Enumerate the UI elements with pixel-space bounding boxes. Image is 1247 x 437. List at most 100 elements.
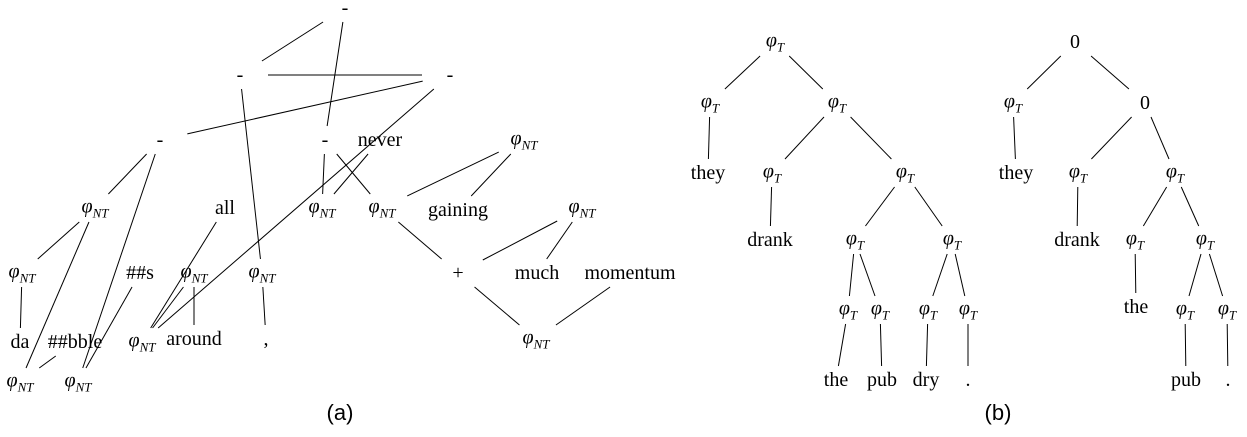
tree-b-right-word: drank <box>1054 229 1100 251</box>
tree-b-left-node: φT <box>762 160 782 186</box>
tree-a-edge <box>19 286 23 329</box>
tree-b-right-edge <box>1076 186 1079 227</box>
tree-b-left-node: φT <box>958 297 978 323</box>
tree-a-edge <box>555 286 611 326</box>
tree-a-node: - <box>446 64 454 86</box>
tree-b-right-edge <box>1091 116 1132 160</box>
tree-b-right-node: φT <box>1165 160 1185 186</box>
tree-b-right-node: φT <box>1068 160 1088 186</box>
tree-b-right-node: φT <box>1217 297 1237 323</box>
tree-b-left-edge <box>932 253 948 297</box>
tree-a-node: - <box>321 129 329 151</box>
tree-a-edge <box>38 355 57 369</box>
tree-a-edge <box>150 221 217 329</box>
tree-b-left-edge <box>769 186 773 227</box>
tree-b-left-word: drank <box>747 229 793 251</box>
tree-a-edge <box>261 21 324 62</box>
tree-b-right-edge <box>1150 116 1170 160</box>
tree-a-node: φNT <box>248 260 276 286</box>
tree-a-word: ##s <box>126 262 154 284</box>
caption-a: (a) <box>326 400 354 425</box>
tree-b-left-edge <box>724 55 761 90</box>
tree-b-left-node: φT <box>895 160 915 186</box>
tree-b-right-edge <box>1013 116 1016 160</box>
tree-b-left-edge <box>837 323 847 367</box>
tree-a-node: φNT <box>8 260 36 286</box>
tree-b-left-word: they <box>690 162 726 184</box>
tree-b-right-word: they <box>998 162 1034 184</box>
tree-b-left-node: φT <box>918 297 938 323</box>
tree-a-edge <box>546 221 573 260</box>
tree-b-left-edge <box>848 253 855 297</box>
tree-a-word: around <box>166 328 222 350</box>
tree-b-left-edge <box>707 116 711 160</box>
tree-a-edge <box>333 153 369 195</box>
tree-a-node: φNT <box>180 260 208 286</box>
tree-a-edge <box>470 153 512 197</box>
tree-b-left-node: φT <box>827 90 847 116</box>
tree-b-right-node: φT <box>1175 297 1195 323</box>
tree-b-left-node: φT <box>838 297 858 323</box>
tree-a-node: φNT <box>510 127 538 153</box>
tree-a-edge <box>157 88 435 329</box>
tree-b-left-edge <box>954 253 966 297</box>
tree-a-word: never <box>357 129 403 151</box>
tree-a-word: gaining <box>428 199 488 221</box>
tree-a-node: φNT <box>568 195 596 221</box>
tree-a-edge <box>326 21 344 127</box>
tree-b-left-edge <box>788 55 824 90</box>
tree-a-word: , <box>263 328 269 350</box>
tree-a-word: all <box>215 197 235 219</box>
tree-b-left-node: φT <box>765 29 785 55</box>
tree-b-left-word: . <box>965 369 971 391</box>
tree-a-edge <box>482 220 558 261</box>
tree-b-right-edge <box>1208 253 1224 297</box>
tree-a-edge <box>262 286 266 326</box>
tree-a-edge <box>108 153 147 195</box>
tree-a-node: φNT <box>128 329 156 355</box>
tree-b-right-edge <box>1188 253 1202 297</box>
tree-a-node: φNT <box>308 195 336 221</box>
tree-a-node: - <box>156 129 164 151</box>
tree-a-edge <box>82 153 156 369</box>
tree-a-node: φNT <box>64 369 92 395</box>
tree-b-left-edge <box>850 116 892 160</box>
tree-b-right-edge <box>1134 253 1137 294</box>
tree-a-node: - <box>236 64 244 86</box>
tree-a-edge <box>37 221 80 260</box>
tree-a-word: momentum <box>584 262 676 284</box>
tree-a-node: φNT <box>81 195 109 221</box>
tree-a-word: ##bble <box>47 331 103 353</box>
tree-a-edge <box>474 286 520 326</box>
tree-b-left-edge <box>859 253 876 297</box>
tree-a-node: φNT <box>522 326 550 352</box>
tree-a-node: φNT <box>6 369 34 395</box>
tree-b-left-node: φT <box>870 297 890 323</box>
tree-a-edge <box>187 80 423 135</box>
tree-a-node: + <box>452 262 464 284</box>
tree-b-right-word: . <box>1225 369 1231 391</box>
tree-b-right-node: φT <box>1003 90 1023 116</box>
tree-b-right-node: 0 <box>1070 31 1080 53</box>
tree-b-left-edge <box>879 323 883 367</box>
tree-a-node: - <box>341 0 349 19</box>
tree-b-right-edge <box>1226 323 1229 367</box>
tree-a-edge <box>241 88 261 260</box>
tree-b-left-word: the <box>823 369 849 391</box>
tree-b-left-word: dry <box>912 369 940 391</box>
tree-b-left-edge <box>925 323 929 367</box>
tree-a-edge <box>407 151 499 197</box>
tree-b-right-node: φT <box>1195 227 1215 253</box>
tree-a-edge <box>398 221 442 260</box>
tree-a-edge <box>152 286 184 329</box>
tree-b-right-edge <box>1184 323 1187 367</box>
tree-b-left-node: φT <box>942 227 962 253</box>
tree-a-word: da <box>10 331 30 353</box>
tree-b-left-word: pub <box>867 369 897 391</box>
tree-b-right-node: φT <box>1125 227 1145 253</box>
tree-a-edge <box>322 153 325 195</box>
tree-b-right-node: 0 <box>1140 92 1150 114</box>
tree-b-right-edge <box>1142 186 1168 227</box>
